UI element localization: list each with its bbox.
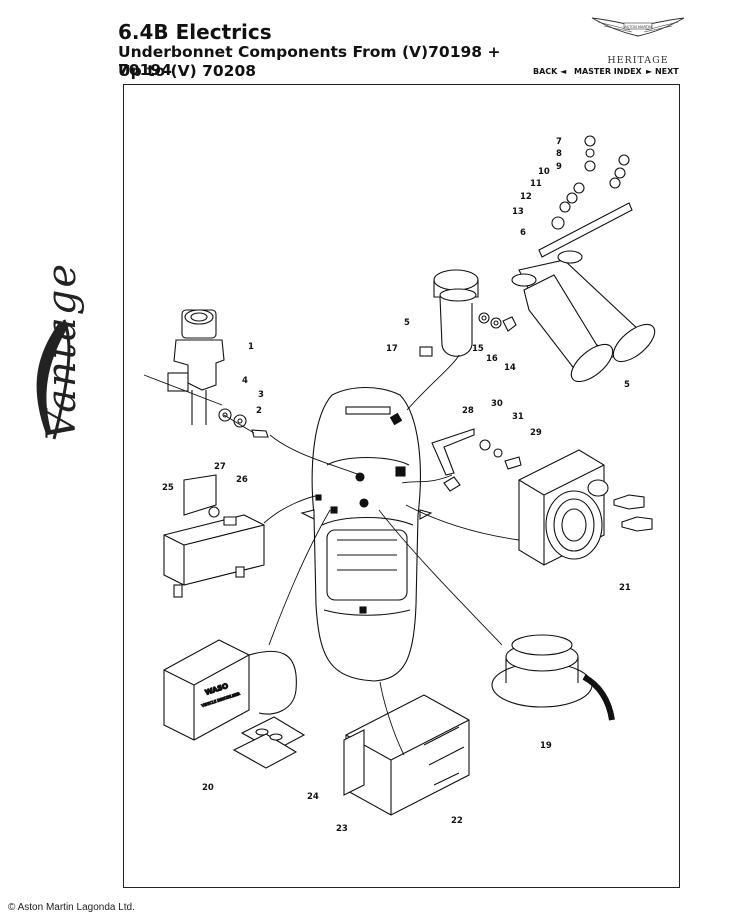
remote-fobs-part-24 [232, 716, 306, 769]
next-link-label[interactable]: ► NEXT [646, 67, 679, 76]
page-range: Up to (V) 70208 [118, 62, 257, 80]
callout-26: 26 [236, 475, 248, 485]
vantage-script-logo [18, 24, 82, 444]
car-top-view [300, 387, 433, 682]
aston-martin-wings-icon: ASTON MARTIN [591, 17, 685, 37]
exploded-diagram: WASO VEHICLE IMMOBILISER [143, 135, 656, 834]
callout-8: 8 [556, 149, 562, 159]
horn-compressor-part-5 [419, 269, 479, 357]
siren-part-19 [491, 634, 615, 721]
relay-module-part-25 [163, 474, 265, 598]
callout-12: 12 [520, 192, 532, 202]
side-logo-text: Vantage [39, 261, 85, 440]
master-index-link[interactable]: MASTER INDEX [574, 67, 642, 76]
callout-16: 16 [486, 354, 498, 364]
waso-unit-part-20: WASO VEHICLE IMMOBILISER [163, 639, 297, 741]
callout-23: 23 [336, 824, 348, 834]
callout-29: 29 [530, 428, 542, 438]
callout-5b: 5 [624, 380, 630, 390]
callout-14: 14 [504, 363, 516, 373]
bracket-part-28 [431, 428, 475, 476]
page-title-block: 6.4B Electrics Underbonnet Components Fr… [118, 21, 538, 79]
callout-4: 4 [242, 376, 248, 386]
callout-13: 13 [512, 207, 524, 217]
callout-20: 20 [202, 783, 214, 793]
callout-5a: 5 [404, 318, 410, 328]
back-link[interactable]: BACK ◄ [533, 67, 566, 76]
callout-30: 30 [491, 399, 503, 409]
callout-17: 17 [386, 344, 398, 354]
connector-part-1 [167, 309, 225, 425]
footer-copyright: © Aston Martin Lagonda Ltd. [8, 902, 135, 913]
master-index-label[interactable]: MASTER INDEX [574, 67, 642, 76]
gasket-part-23 [343, 729, 365, 796]
callout-1: 1 [248, 342, 254, 352]
callout-27: 27 [214, 462, 226, 472]
callout-labels: 1 2 3 4 5 5 6 7 8 9 10 11 12 13 14 15 16… [162, 137, 631, 834]
brand-logo: ASTON MARTIN HERITAGE [590, 10, 686, 66]
brand-logo-text: ASTON MARTIN [624, 25, 652, 29]
diagram-frame: WASO VEHICLE IMMOBILISER [123, 84, 680, 888]
callout-2: 2 [256, 406, 262, 416]
callout-9: 9 [556, 162, 562, 172]
screw-2 [251, 429, 269, 438]
page-title: 6.4B Electrics [118, 20, 272, 44]
callout-31: 31 [512, 412, 524, 422]
bracket-part-6 [538, 202, 633, 258]
callout-6: 6 [520, 228, 526, 238]
callout-25: 25 [162, 483, 174, 493]
callout-15: 15 [472, 344, 484, 354]
callout-22: 22 [451, 816, 463, 826]
callout-21: 21 [619, 583, 631, 593]
trumpet-horns-part-5 [511, 250, 656, 383]
next-link[interactable]: ► NEXT [646, 67, 679, 76]
callout-11: 11 [530, 179, 542, 189]
callout-3: 3 [258, 390, 264, 400]
callout-7: 7 [556, 137, 562, 147]
callout-28: 28 [462, 406, 474, 416]
callout-19: 19 [540, 741, 552, 751]
callout-10: 10 [538, 167, 550, 177]
alarm-unit-part-21 [518, 449, 653, 566]
back-link-label[interactable]: BACK ◄ [533, 67, 567, 76]
page-subtitle: Underbonnet Components From (V)70198 + 7… [118, 43, 501, 79]
vantage-swoosh-icon [36, 319, 71, 440]
brand-label: HERITAGE [607, 55, 669, 66]
callout-24: 24 [307, 792, 319, 802]
